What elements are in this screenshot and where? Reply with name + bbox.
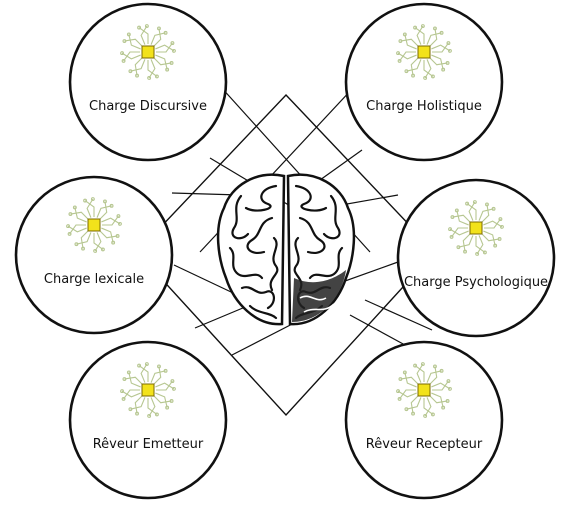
- microchip-icon: [120, 362, 176, 418]
- node-label: Charge Psychologique: [404, 275, 548, 290]
- center-diamond: [136, 93, 436, 417]
- brain-icon: [216, 173, 356, 326]
- node-emitter: Rêveur Emetteur: [68, 340, 228, 500]
- node-circle: [344, 2, 504, 162]
- microchip-icon: [448, 200, 504, 256]
- node-circle: [14, 175, 174, 335]
- node-label: Rêveur Emetteur: [93, 437, 204, 452]
- node-lexical: Charge lexicale: [14, 175, 174, 335]
- node-psychological: Charge Psychologique: [396, 178, 556, 338]
- node-circle: [68, 340, 228, 500]
- node-label: Charge Holistique: [366, 99, 482, 114]
- node-label: Rêveur Recepteur: [366, 437, 483, 452]
- microchip-icon: [120, 24, 176, 80]
- microchip-icon: [396, 24, 452, 80]
- node-label: Charge Discursive: [89, 99, 207, 114]
- node-circle: [68, 2, 228, 162]
- node-receiver: Rêveur Recepteur: [344, 340, 504, 500]
- node-circle: [344, 340, 504, 500]
- node-holistic: Charge Holistique: [344, 2, 504, 162]
- microchip-icon: [396, 362, 452, 418]
- node-label: Charge lexicale: [44, 272, 144, 287]
- node-discursive: Charge Discursive: [68, 2, 228, 162]
- node-circle: [396, 178, 556, 338]
- microchip-icon: [66, 197, 122, 253]
